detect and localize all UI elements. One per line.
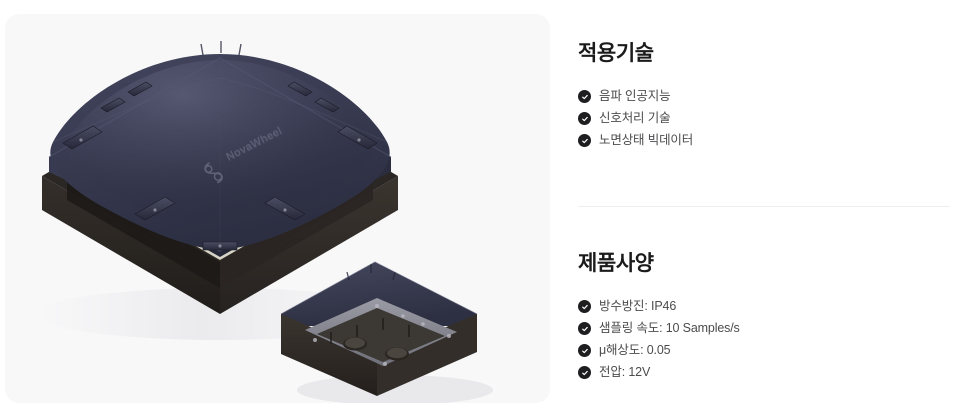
list-item: μ해상도: 0.05 <box>578 343 950 358</box>
check-circle-icon <box>578 112 591 126</box>
list-item-label: 샘플링 속도: 10 Samples/s <box>599 321 740 336</box>
list-item-label: μ해상도: 0.05 <box>599 343 671 358</box>
list-item-label: 노면상태 빅데이터 <box>599 133 694 148</box>
section-product-specification: 제품사양 방수방진: IP46 샘플링 속도: 10 Samples/s <box>578 250 950 380</box>
product-info-column: 적용기술 음파 인공지능 신호처리 기술 <box>578 0 950 416</box>
product-render-svg <box>35 41 493 403</box>
list-item-label: 방수방진: IP46 <box>599 299 677 314</box>
list-item-label: 신호처리 기술 <box>599 111 671 126</box>
product-specification-list: 방수방진: IP46 샘플링 속도: 10 Samples/s μ해상도: 0.… <box>578 299 950 380</box>
section-applied-technology: 적용기술 음파 인공지능 신호처리 기술 <box>578 40 950 148</box>
secondary-unit <box>280 261 493 403</box>
check-circle-icon <box>578 366 591 380</box>
product-image: NovaWheel <box>5 14 550 403</box>
check-circle-icon <box>578 90 591 104</box>
check-circle-icon <box>578 300 591 314</box>
section-divider <box>578 206 950 207</box>
check-circle-icon <box>578 134 591 148</box>
section-title-product-specification: 제품사양 <box>578 252 654 275</box>
list-item: 전압: 12V <box>578 365 950 380</box>
list-item: 방수방진: IP46 <box>578 299 950 314</box>
product-image-panel: NovaWheel <box>5 14 550 403</box>
check-circle-icon <box>578 322 591 336</box>
list-item: 샘플링 속도: 10 Samples/s <box>578 321 950 336</box>
list-item-label: 음파 인공지능 <box>599 89 671 104</box>
check-circle-icon <box>578 344 591 358</box>
applied-technology-list: 음파 인공지능 신호처리 기술 노면상태 빅데이터 <box>578 89 950 148</box>
list-item: 노면상태 빅데이터 <box>578 133 950 148</box>
section-title-applied-technology: 적용기술 <box>578 42 654 65</box>
list-item-label: 전압: 12V <box>599 365 651 380</box>
list-item: 신호처리 기술 <box>578 111 950 126</box>
list-item: 음파 인공지능 <box>578 89 950 104</box>
